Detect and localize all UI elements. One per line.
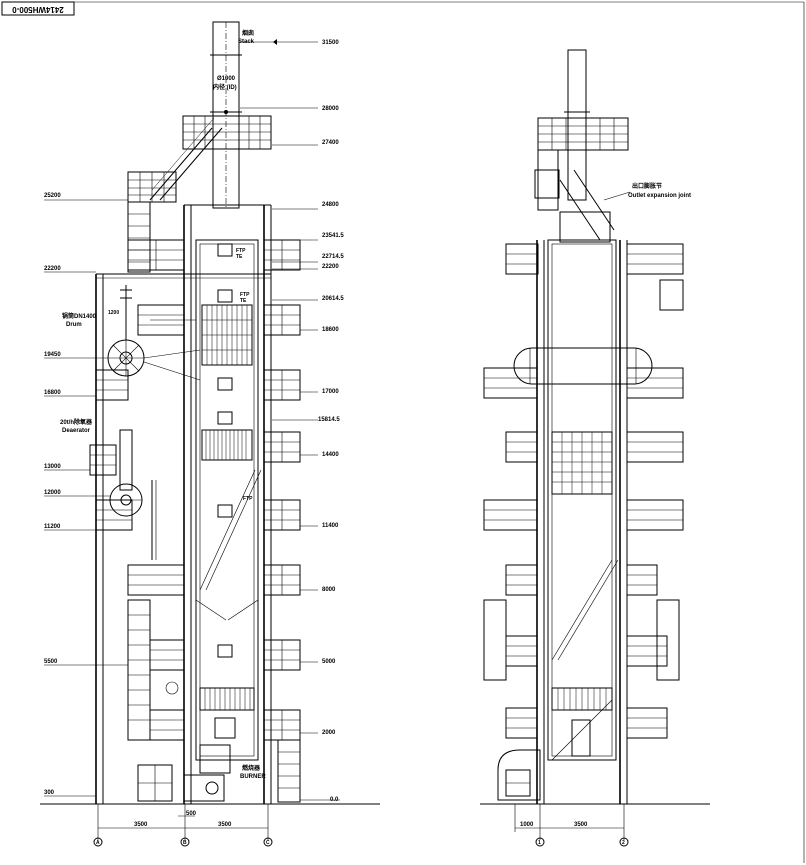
axis-2: 2 (622, 840, 625, 846)
elev-5000: 5000 (322, 659, 336, 665)
elev-24800: 24800 (322, 202, 339, 208)
elev-15814: 15814.5 (318, 417, 340, 423)
superheater-bank (201, 429, 253, 461)
axis-b: B (183, 840, 187, 846)
deaerator-label-cn: 20t/h除氧器 (60, 418, 93, 426)
furnace-grate (195, 599, 259, 711)
stack-diameter-id: 内径 (ID) (213, 83, 237, 91)
left-dimension-lines (93, 804, 273, 847)
te-label-1: TE (236, 254, 243, 260)
elev-18600: 18600 (322, 327, 339, 333)
top-platform (182, 115, 272, 150)
left-dim-3: 500 (186, 811, 197, 817)
right-elevation-view: 出口膨胀节 Outlet expansion joint 1000 3500 1… (483, 49, 691, 847)
elev-25200: 25200 (44, 193, 61, 199)
right-drum (513, 347, 653, 385)
right-stairway (551, 559, 619, 761)
stack-label-en: Stack (238, 39, 255, 45)
te-label-2: TE (240, 298, 247, 304)
elev-0: 0.0 (330, 797, 339, 803)
axis-a: A (96, 840, 100, 846)
drawing-number: 2414WH500-0 (12, 5, 64, 14)
level-markers-left (44, 39, 340, 801)
elev-19450: 19450 (44, 352, 61, 358)
dim-1200: 1200 (108, 310, 119, 316)
elev-28000: 28000 (322, 106, 339, 112)
stack-label-cn: 烟囱 (242, 29, 254, 37)
right-dim-1: 1000 (520, 822, 534, 828)
economizer-bank (201, 304, 253, 366)
outlet-expansion-joint (559, 169, 631, 243)
axis-c: C (266, 840, 270, 846)
ftp-label-2: FTP (240, 292, 250, 298)
elev-22200-right: 22200 (322, 264, 339, 270)
left-platforms-left-view (89, 239, 185, 802)
right-dimension-lines (514, 804, 629, 847)
ftp-label-1: FTP (236, 248, 246, 254)
right-frame (536, 239, 628, 804)
drawing-number-block: 2414WH500-0 (1, 1, 75, 16)
right-dim-2: 3500 (574, 822, 588, 828)
right-platforms (483, 243, 684, 739)
elev-16800: 16800 (44, 390, 61, 396)
elev-8000: 8000 (322, 587, 336, 593)
deaerator (109, 429, 157, 560)
right-platforms-left-view (263, 239, 301, 803)
stack-diameter: Ø1000 (217, 76, 236, 82)
elev-27400: 27400 (322, 140, 339, 146)
right-stack (564, 49, 590, 201)
left-elevation-view: 31500 28000 27400 24800 23541.5 22714.5 … (44, 21, 344, 847)
elev-12000: 12000 (44, 490, 61, 496)
right-top-platform (534, 117, 629, 211)
elev-5500: 5500 (44, 659, 58, 665)
burner-label-en: BURNER (240, 774, 266, 780)
boiler-casing (195, 239, 259, 761)
burner (165, 681, 255, 802)
left-dim-2: 3500 (218, 822, 232, 828)
left-dim-1: 3500 (134, 822, 148, 828)
elev-23541: 23541.5 (322, 233, 344, 239)
burner-label-cn: 燃烧器 (242, 764, 261, 772)
elev-2000: 2000 (322, 730, 336, 736)
right-burner-fan (497, 749, 541, 801)
stairway-main (199, 469, 262, 591)
drum (107, 339, 201, 381)
ftp-label-3: FTP (243, 496, 253, 502)
elev-300: 300 (44, 790, 55, 796)
drum-label-en: Drum (66, 322, 82, 328)
expansion-joint-label-en: Outlet expansion joint (628, 193, 691, 199)
drum-label-cn: 锅筒DN1400 (62, 312, 97, 320)
elev-14400: 14400 (322, 452, 339, 458)
elev-13000: 13000 (44, 464, 61, 470)
elev-22714: 22714.5 (322, 254, 344, 260)
elev-17000: 17000 (322, 389, 339, 395)
elev-22200: 22200 (44, 266, 61, 272)
elev-20614: 20614.5 (322, 296, 344, 302)
elev-11200: 11200 (44, 524, 61, 530)
deaerator-label-en: Deaerator (62, 428, 91, 434)
right-furnace-grate (551, 687, 613, 757)
stack (210, 21, 242, 209)
upper-left-platform (127, 171, 177, 273)
axis-1: 1 (538, 840, 541, 846)
elev-31500: 31500 (322, 40, 339, 46)
expansion-joint-label-cn: 出口膨胀节 (632, 182, 662, 190)
elev-11400: 11400 (322, 523, 339, 529)
drum-piping (120, 285, 196, 340)
right-tube-bank (551, 431, 613, 495)
